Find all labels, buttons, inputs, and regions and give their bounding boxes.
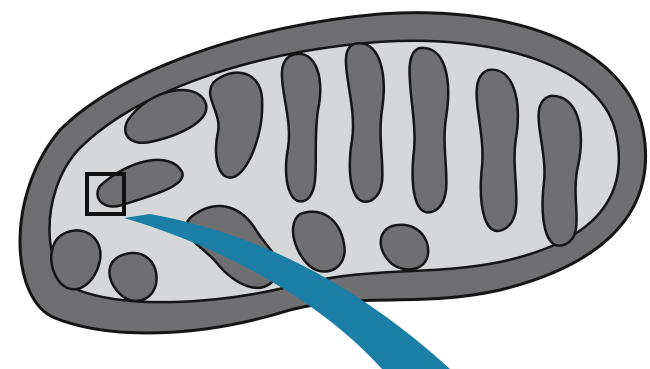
crista-8 <box>539 96 581 246</box>
crista-6 <box>409 48 448 212</box>
crista-4 <box>282 54 320 202</box>
crista-7 <box>477 70 518 231</box>
